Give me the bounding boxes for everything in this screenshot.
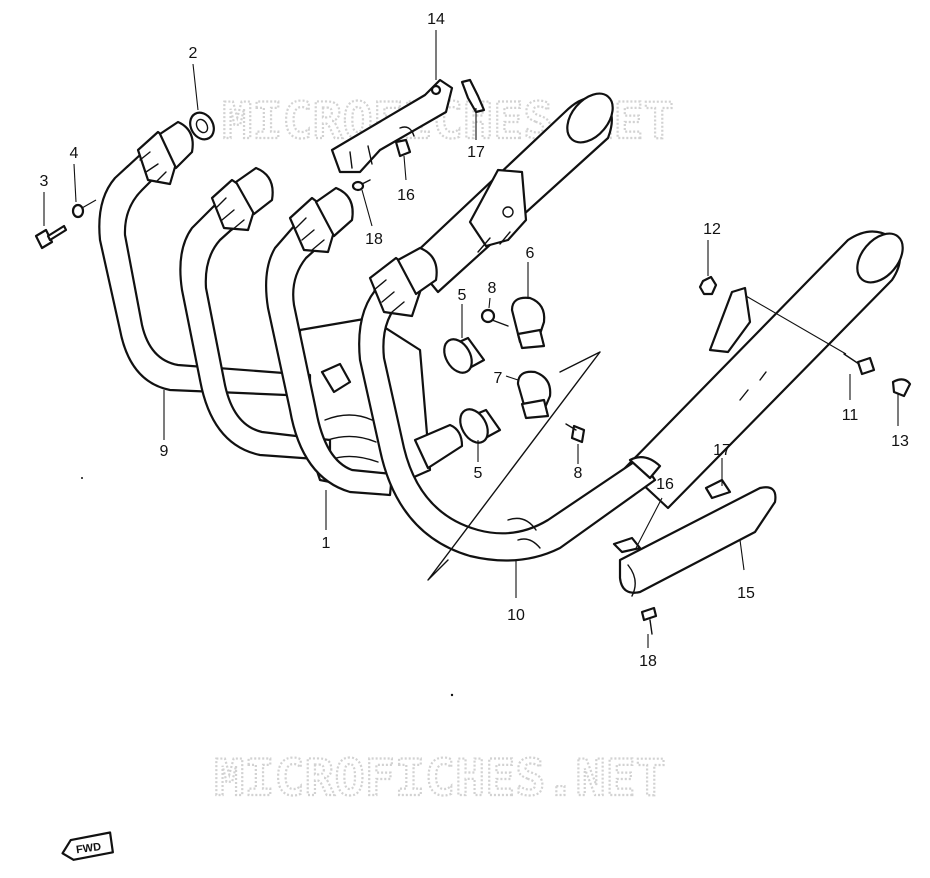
callout-14: 14 (427, 11, 445, 28)
watermark-bottom: MICROFICHES.NET (214, 749, 666, 807)
exhaust-pipe-1 (265, 186, 394, 497)
clip-17-upper (460, 78, 486, 114)
stray-dot (450, 693, 454, 697)
connector-pipe-5-upper (443, 336, 486, 374)
bolt-8-upper (480, 308, 509, 327)
callout-10: 10 (507, 607, 525, 624)
washer-4 (71, 203, 85, 219)
guide-lines (427, 351, 601, 581)
clamp-7 (516, 370, 552, 420)
forward-label: FWD (75, 841, 102, 856)
clamp-6 (510, 296, 546, 350)
bolt-11 (843, 353, 876, 376)
callout-11: 11 (842, 407, 859, 424)
callout-17-lower: 17 (713, 442, 731, 459)
muffler-upper (408, 92, 614, 294)
callout-5-upper: 5 (458, 287, 467, 304)
forward-arrow-icon: FWD (61, 831, 114, 861)
callouts: 2 3 4 5 5 6 7 8 8 9 1 10 11 12 13 14 15 … (40, 11, 909, 670)
callout-18-upper: 18 (365, 231, 383, 248)
exhaust-pipe-2nd (179, 166, 332, 462)
callout-1: 1 (322, 535, 331, 552)
callout-18-lower: 18 (639, 653, 657, 670)
screw-18-upper (351, 179, 371, 192)
leader-lines (43, 30, 899, 648)
gasket-2 (189, 111, 215, 141)
exhaust-pipe-10 (358, 246, 662, 562)
callout-2: 2 (189, 45, 198, 62)
clip-16-upper (394, 138, 412, 158)
callout-8-upper: 8 (488, 280, 497, 297)
callout-9: 9 (160, 443, 169, 460)
callout-7: 7 (494, 370, 503, 387)
callout-5-lower: 5 (474, 465, 483, 482)
stray-dot (81, 477, 83, 479)
connector-pipe-5-lower (459, 408, 502, 444)
callout-16-upper: 16 (397, 187, 415, 204)
callout-8-lower: 8 (574, 465, 583, 482)
callout-16-lower: 16 (656, 476, 674, 493)
callout-15: 15 (737, 585, 755, 602)
callout-4: 4 (70, 145, 79, 162)
muffler-lower (623, 230, 904, 510)
heat-shield-upper (330, 78, 454, 174)
bolt-3 (34, 224, 68, 250)
callout-12: 12 (703, 221, 721, 238)
clip-13 (891, 378, 912, 398)
callout-6: 6 (526, 245, 535, 262)
exhaust-pipe-9 (98, 120, 312, 398)
heat-shield-lower (612, 478, 777, 597)
screw-18-lower (640, 606, 658, 635)
callout-13: 13 (891, 433, 909, 450)
callout-3: 3 (40, 173, 49, 190)
bolt-8-lower (565, 423, 586, 444)
callout-17-upper: 17 (467, 144, 485, 161)
nut-12 (698, 275, 718, 296)
